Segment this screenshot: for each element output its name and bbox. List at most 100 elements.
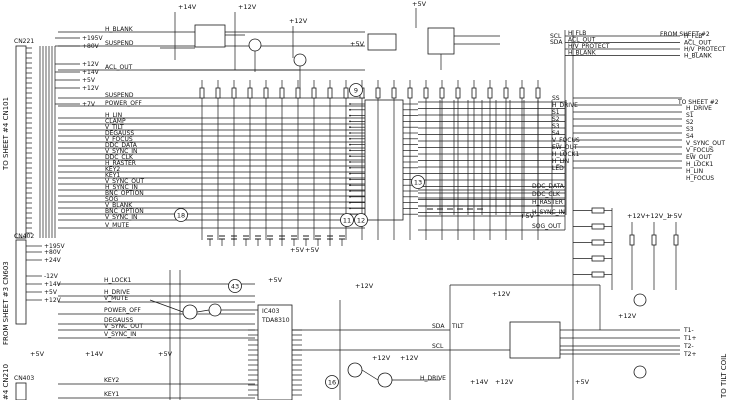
supply-p12v-e: +12V [400,354,419,362]
middle-signal-grid [418,30,574,400]
mcu-junction [349,207,351,210]
cn402-label: CN402 [14,233,34,240]
right-mid-target: H_LOCK1 [686,161,713,168]
mcu-junction [349,166,351,169]
tilt-label: T2+ [683,351,697,358]
ref-number: 11 [343,217,351,225]
supply-p5v-b: +5V [412,0,427,8]
cn402-rails: +195V+80V+24V-12V+14V+5V+12V [26,243,65,304]
mid-left-label: DEGAUSS [104,317,133,324]
pwr-label-3: +5V [668,212,683,220]
right-top-label: H_FLB [568,30,586,37]
signal-label: V_MUTE [105,222,129,229]
resistor [455,87,461,99]
mcu-junction [349,132,351,134]
signal-label: DEGAUSS [105,130,134,137]
right-top-heading: FROM SHEET #2 [660,31,710,38]
signal-label: V_SYNC_IN [105,148,138,155]
signal-label: SUSPEND [105,40,134,47]
rail-label: +195V [82,35,103,42]
right-lower-label: H_SYNC_IN [532,209,565,216]
right-mid-target: S1 [686,112,694,119]
side-label-left-top: TO SHEET #4 CN101 [2,97,10,171]
diode [591,255,605,262]
signal-label: ACL_OUT [105,64,133,71]
mcu-junction [349,143,351,146]
supply-p12v-j: +12V [495,378,514,386]
diode [591,239,605,246]
mid-left-label: H_DRIVE [104,289,130,296]
resistor [375,87,381,99]
mid-left-signals: H_LOCK1H_DRIVEV_MUTEPOWER_OFFDEGAUSSV_SY… [58,270,255,400]
right-mid-input: EW_OUT [552,144,578,151]
supply-p12v-c: +12V [355,282,374,290]
ref-number: 9 [354,87,358,95]
rail-label: +12V [82,61,100,68]
resistor [263,87,269,99]
bottom-signal-label: SCL [432,343,444,350]
right-mid-target: H_LIN [686,168,703,175]
right-top-target: H_FLB [684,33,702,40]
mcu-junction [349,108,351,111]
ref-number: 13 [414,179,422,187]
resistor [279,87,285,99]
right-top-input: SDA [550,39,563,46]
right-mid-target: EW_OUT [686,154,712,161]
cn402-rail-label: +195V [44,243,65,250]
right-top-label: H/V_PROTECT [568,43,610,50]
ref-number: 43 [231,283,239,291]
signal-label: KEY1 [105,172,120,179]
bank-resistor [651,234,657,246]
ic403-label: IC403 [262,308,280,315]
cn402-rail-label: +12V [44,297,62,304]
diode [591,223,605,230]
ref-number: 18 [177,212,185,220]
supply-p12v-f: +12V [492,290,511,298]
mcu-junction [349,161,351,163]
supply-p12v-d: +12V [372,354,391,362]
right-top-label: ACL_OUT [568,37,596,44]
resistor [311,87,317,99]
right-top-input: SCL [550,33,562,40]
right-mid-target: S2 [686,119,694,126]
right-top-target: H/V_PROTECT [684,46,726,53]
resistor [535,87,541,99]
side-label-left-mid: FROM SHEET #3 CN603 [2,261,10,345]
mid-left-label: V_SYNC_IN [104,331,137,338]
signal-label: V_TILT [105,124,124,131]
mid-left-label: POWER_OFF [104,307,141,314]
mid-left-label: V_SYNC_OUT [104,323,143,330]
signal-label: DDC_CLK [105,154,134,161]
mcu-junction [349,195,351,198]
supply-p14v-b: +14V [85,350,104,358]
ref-number: 12 [357,217,365,225]
supply-p5v-f: +5V [30,350,45,358]
pwr-label-2: +12V_1 [645,212,671,220]
mcu-junction [349,114,351,117]
right-mid-input: LED [552,165,564,172]
mcu-junction [349,155,351,158]
right-mid-signals: SSH_DRIVES1S2S3S4V_FOCUSEW_OUTH_LOCK1H_L… [552,95,725,182]
right-mid-input: S2 [552,116,560,123]
pwr-label-1: +12V [627,212,646,220]
resistor [503,87,509,99]
signal-label: POWER_OFF [105,100,142,107]
right-mid-input: H_LOCK1 [552,151,579,158]
signal-label: H_RASTER [105,160,136,167]
resistor [295,87,301,99]
supply-p5v-i: +5V [575,378,590,386]
right-mid-input: S1 [552,109,560,116]
diode-bank [573,207,679,290]
cn402-body [15,239,27,325]
cn402-rail-label: +5V [44,289,58,296]
resistor [471,87,477,99]
tilt-label: T1+ [683,335,697,342]
mid-left-label: KEY1 [104,391,119,398]
ref-circle [228,279,242,293]
rail-label: +80V [82,43,100,50]
right-mid-heading: TO SHEET #2 [677,99,719,106]
